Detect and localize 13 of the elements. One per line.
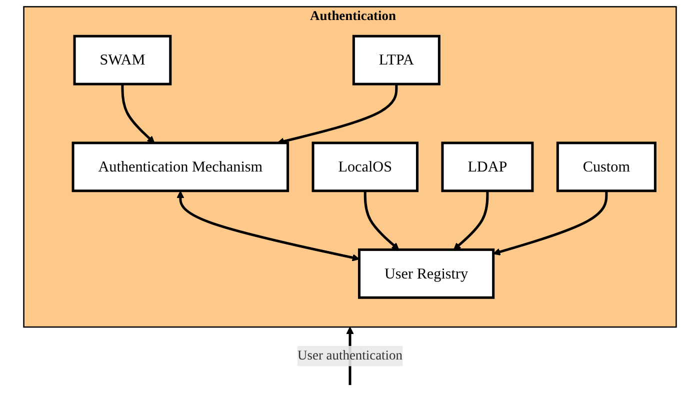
- node-box: LDAP: [441, 142, 534, 192]
- arrow: [493, 190, 608, 256]
- node-box: LocalOS: [312, 142, 418, 192]
- arrow: [121, 84, 155, 144]
- edge-label: User authentication: [298, 348, 402, 363]
- arrow: [364, 190, 400, 250]
- arrow: [453, 190, 489, 250]
- node-box: User Registry: [358, 248, 495, 299]
- node-box: LTPA: [352, 34, 440, 86]
- node-box: SWAM: [73, 34, 172, 86]
- arrow: [176, 190, 360, 262]
- node-box: Custom: [556, 142, 656, 192]
- node-box: Authentication Mechanism: [72, 142, 290, 192]
